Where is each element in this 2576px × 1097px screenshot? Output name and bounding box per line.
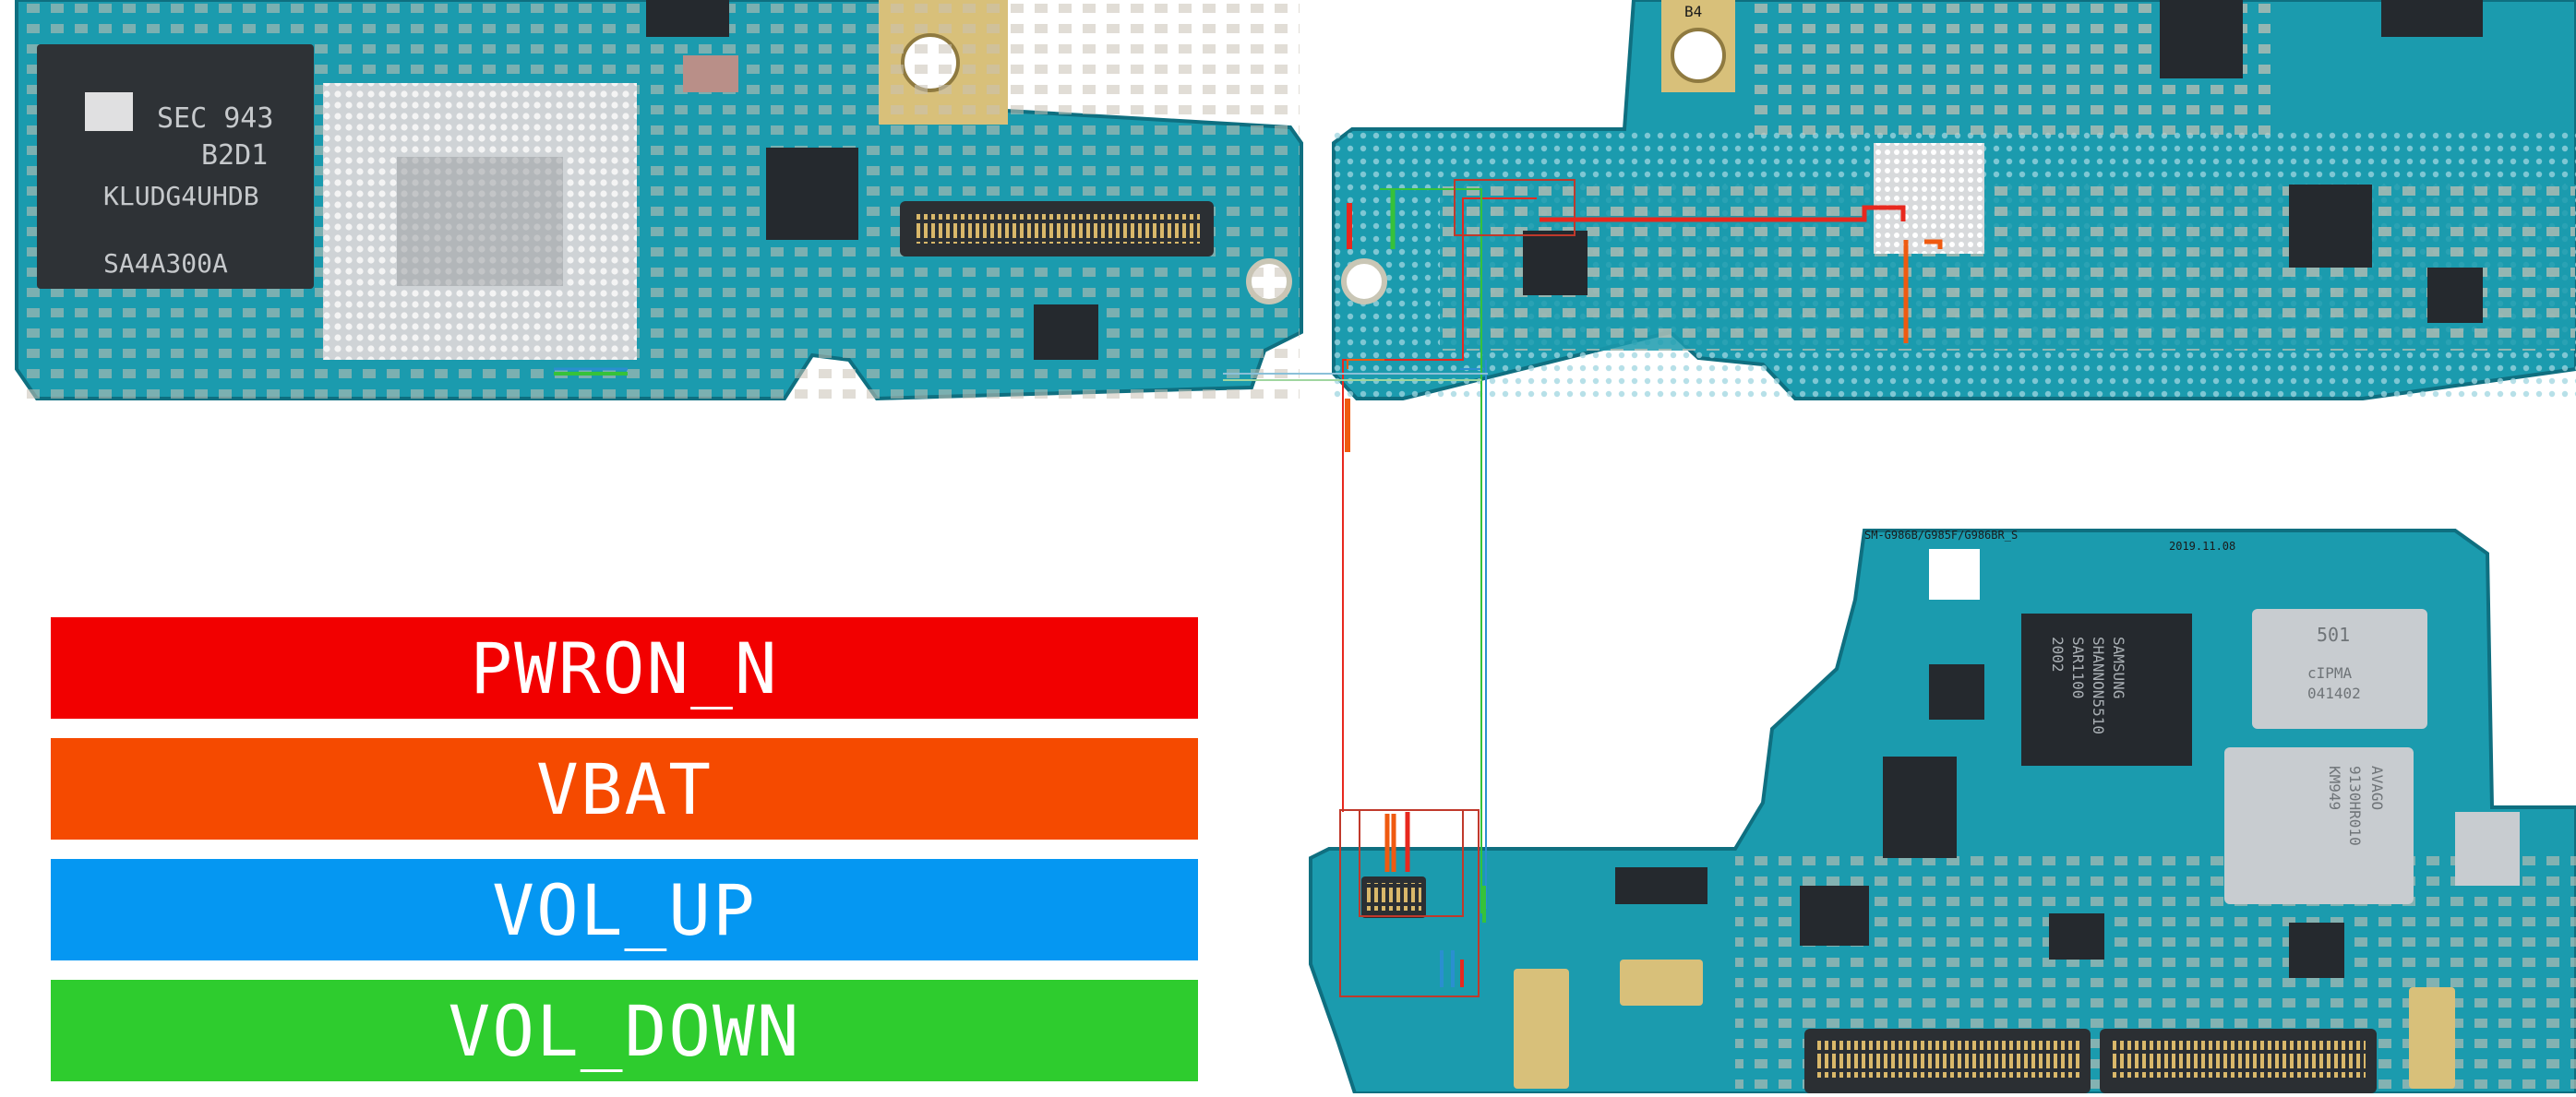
top-right-bga <box>1874 143 1984 254</box>
legend-vbat: VBAT <box>51 738 1198 840</box>
modem-label-1: SAMSUNG <box>2110 637 2127 698</box>
chip-label-line1: SEC 943 <box>157 102 273 135</box>
board-date: 2019.11.08 <box>2169 540 2235 553</box>
chip-label-line4: SA4A300A <box>103 248 228 279</box>
chip-label-line3: KLUDG4UHDB <box>103 181 259 211</box>
marker-b4: B4 <box>1684 3 1702 20</box>
trace-vol-down <box>1380 188 1482 913</box>
top-left-board: SEC 943 B2D1 KLUDG4UHDB SA4A300A <box>15 0 1303 401</box>
legend-pwron-n: PWRON_N <box>51 617 1198 719</box>
modem-label-4: 2002 <box>2049 637 2067 673</box>
pmic-highlight-box <box>1454 179 1576 236</box>
shield1-label-3: 041402 <box>2307 685 2361 702</box>
top-right-board: B4 <box>1332 0 2576 400</box>
legend-vol-up: VOL_UP <box>51 859 1198 960</box>
shield2-label-3: KM949 <box>2326 766 2343 810</box>
board-code: SM-G986B/G985F/G986BR_S <box>1864 529 2018 542</box>
modem-chip <box>2021 614 2192 766</box>
legend-vol-up-label: VOL_UP <box>492 868 757 951</box>
legend-vol-down: VOL_DOWN <box>51 980 1198 1081</box>
pmic-chip <box>766 148 858 240</box>
rf-shield-1 <box>2252 609 2427 729</box>
signal-traces <box>554 179 1943 997</box>
legend-vol-down-label: VOL_DOWN <box>448 989 801 1072</box>
shield2-label-2: 9130HR010 <box>2346 766 2364 846</box>
shield1-label-2: cIPMA <box>2307 664 2353 682</box>
legend-pwron-n-label: PWRON_N <box>470 626 779 709</box>
rf-shield-2 <box>2224 747 2414 904</box>
trace-pwron-n <box>1342 197 1537 812</box>
bottom-right-board: SM-G986B/G985F/G986BR_S 2019.11.08 SAMSU… <box>1309 529 2576 1095</box>
modem-label-3: SAR1100 <box>2069 637 2087 698</box>
legend-vbat-label: VBAT <box>535 747 713 830</box>
trace-vol-up <box>1460 360 1487 909</box>
trace-vbat <box>1347 359 1384 369</box>
modem-label-2: SHANNON5510 <box>2090 637 2107 734</box>
chip-label-line2: B2D1 <box>201 139 268 172</box>
shield1-label-1: 501 <box>2317 624 2350 646</box>
shield2-label-1: AVAGO <box>2368 766 2386 810</box>
